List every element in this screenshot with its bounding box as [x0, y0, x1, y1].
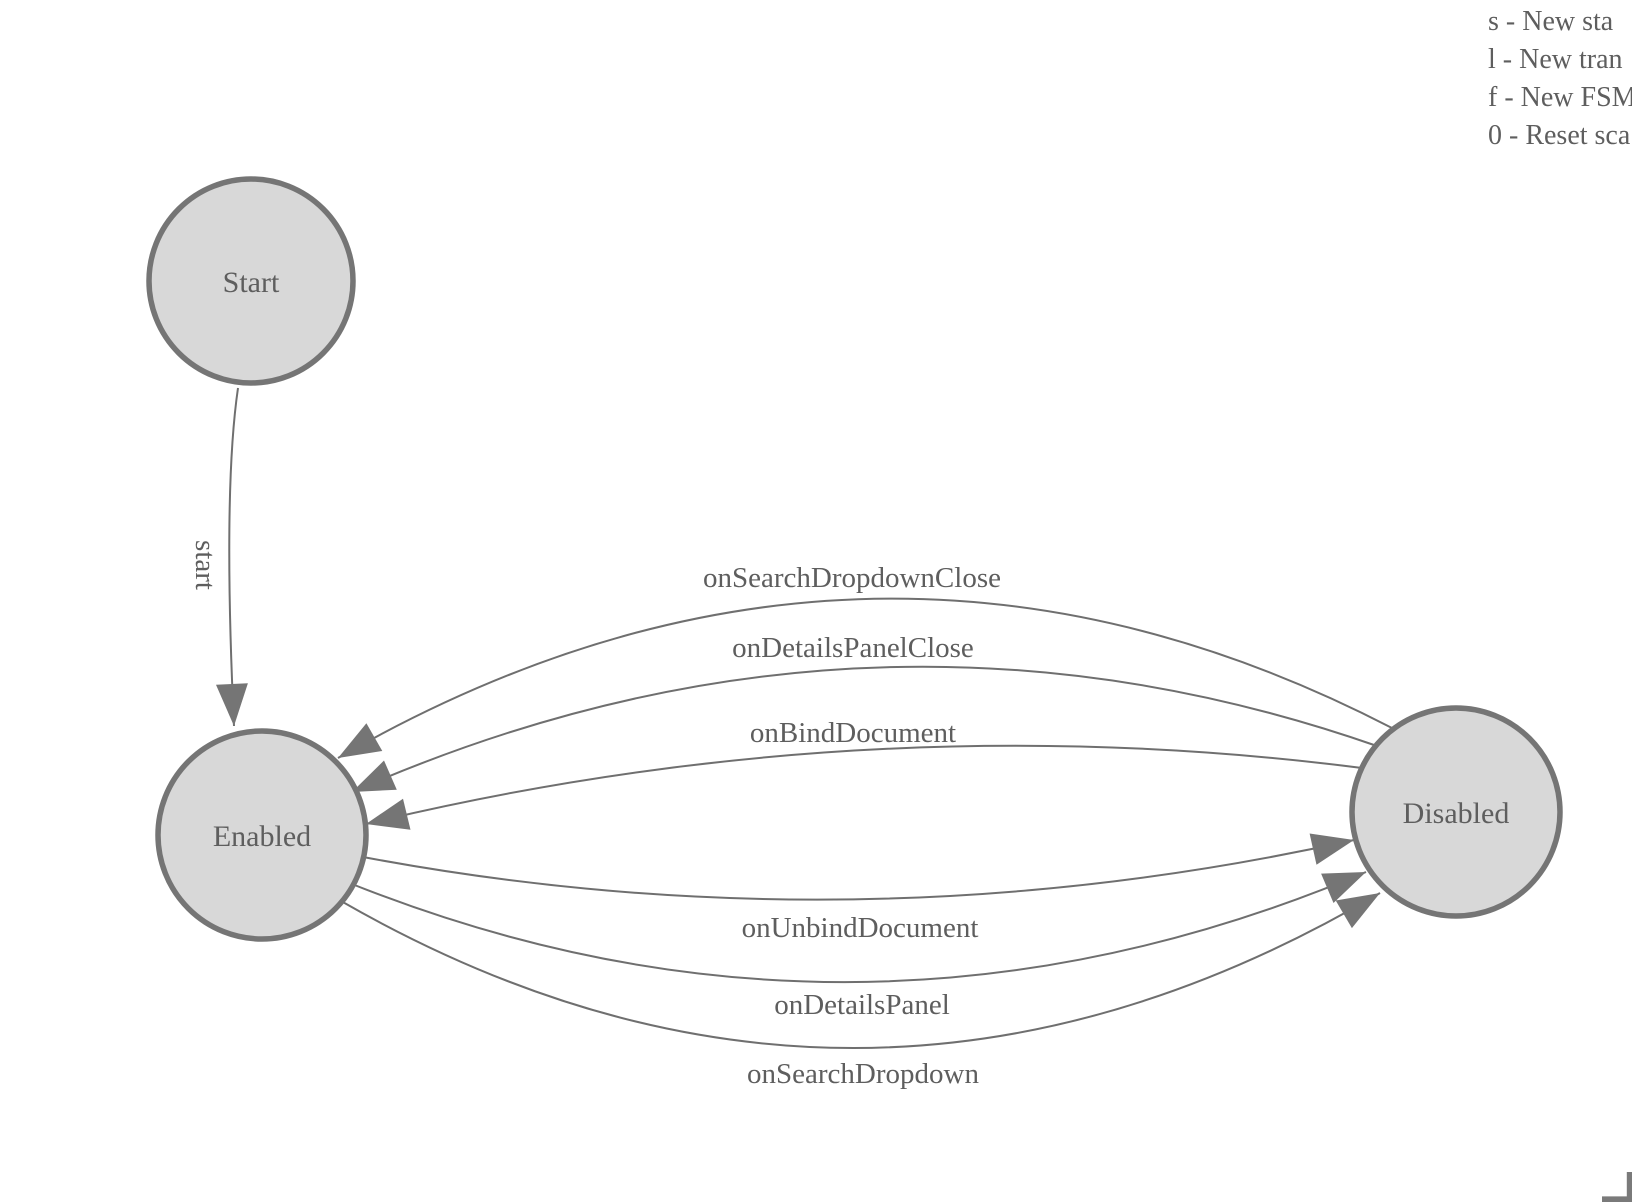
transition-label-on-details-panel-close[interactable]: onDetailsPanelClose — [732, 632, 974, 664]
transition-label-on-search-dropdown-close[interactable]: onSearchDropdownClose — [703, 562, 1001, 594]
transition-label-on-bind-document[interactable]: onBindDocument — [750, 717, 956, 749]
transition-edge[interactable] — [337, 597, 1393, 759]
transition-label-on-details-panel[interactable]: onDetailsPanel — [774, 989, 950, 1021]
legend-shortcut-new-transition: l - New tran — [1488, 44, 1623, 75]
legend-shortcut-reset: 0 - Reset sca — [1488, 120, 1631, 151]
arrowhead-icon — [352, 760, 397, 792]
arrowhead-icon — [1321, 872, 1366, 903]
arrowhead-icon — [366, 798, 411, 830]
transition-edge[interactable] — [228, 387, 239, 727]
state-label-enabled: Enabled — [213, 820, 311, 853]
state-disabled: Disabled — [1349, 705, 1563, 919]
transition-on-search-dropdown: onSearchDropdown — [340, 892, 1381, 1090]
state-node-disabled[interactable] — [1349, 705, 1563, 919]
state-enabled: Enabled — [155, 728, 369, 942]
state-start: Start — [146, 176, 356, 386]
state-label-start: Start — [223, 266, 280, 299]
state-node-start[interactable] — [146, 176, 356, 386]
arrowhead-icon — [1335, 893, 1380, 929]
states: Start Enabled Disabled — [146, 176, 1563, 942]
transition-label-on-search-dropdown[interactable]: onSearchDropdown — [747, 1058, 979, 1090]
legend-shortcut-new-fsm: f - New FSM — [1488, 82, 1632, 113]
transition-edge[interactable] — [365, 744, 1363, 825]
legend: s - New sta l - New tran f - New FSM 0 -… — [1488, 6, 1632, 151]
transition-start: start — [189, 387, 248, 727]
transition-on-details-panel-close: onDetailsPanelClose — [351, 632, 1378, 793]
transition-edge[interactable] — [340, 892, 1381, 1049]
transition-edge[interactable] — [362, 839, 1355, 901]
transition-on-details-panel: onDetailsPanel — [351, 871, 1367, 1021]
arrowhead-icon — [338, 723, 383, 758]
transitions: start onSearchDropdownClose onDetailsPan… — [189, 387, 1393, 1090]
legend-shortcut-new-state: s - New sta — [1488, 6, 1614, 37]
arrowhead-icon — [1309, 833, 1354, 865]
transition-label-start[interactable]: start — [189, 540, 221, 590]
transition-on-bind-document: onBindDocument — [365, 717, 1363, 830]
state-node-enabled[interactable] — [155, 728, 369, 942]
arrowhead-icon — [216, 683, 248, 726]
canvas-corner-marker — [1602, 1172, 1632, 1202]
transition-on-unbind-document: onUnbindDocument — [362, 833, 1355, 944]
state-label-disabled: Disabled — [1403, 797, 1510, 830]
transition-on-search-dropdown-close: onSearchDropdownClose — [337, 562, 1393, 759]
transition-label-on-unbind-document[interactable]: onUnbindDocument — [742, 912, 979, 944]
transition-edge[interactable] — [351, 871, 1367, 984]
transition-edge[interactable] — [351, 665, 1378, 793]
